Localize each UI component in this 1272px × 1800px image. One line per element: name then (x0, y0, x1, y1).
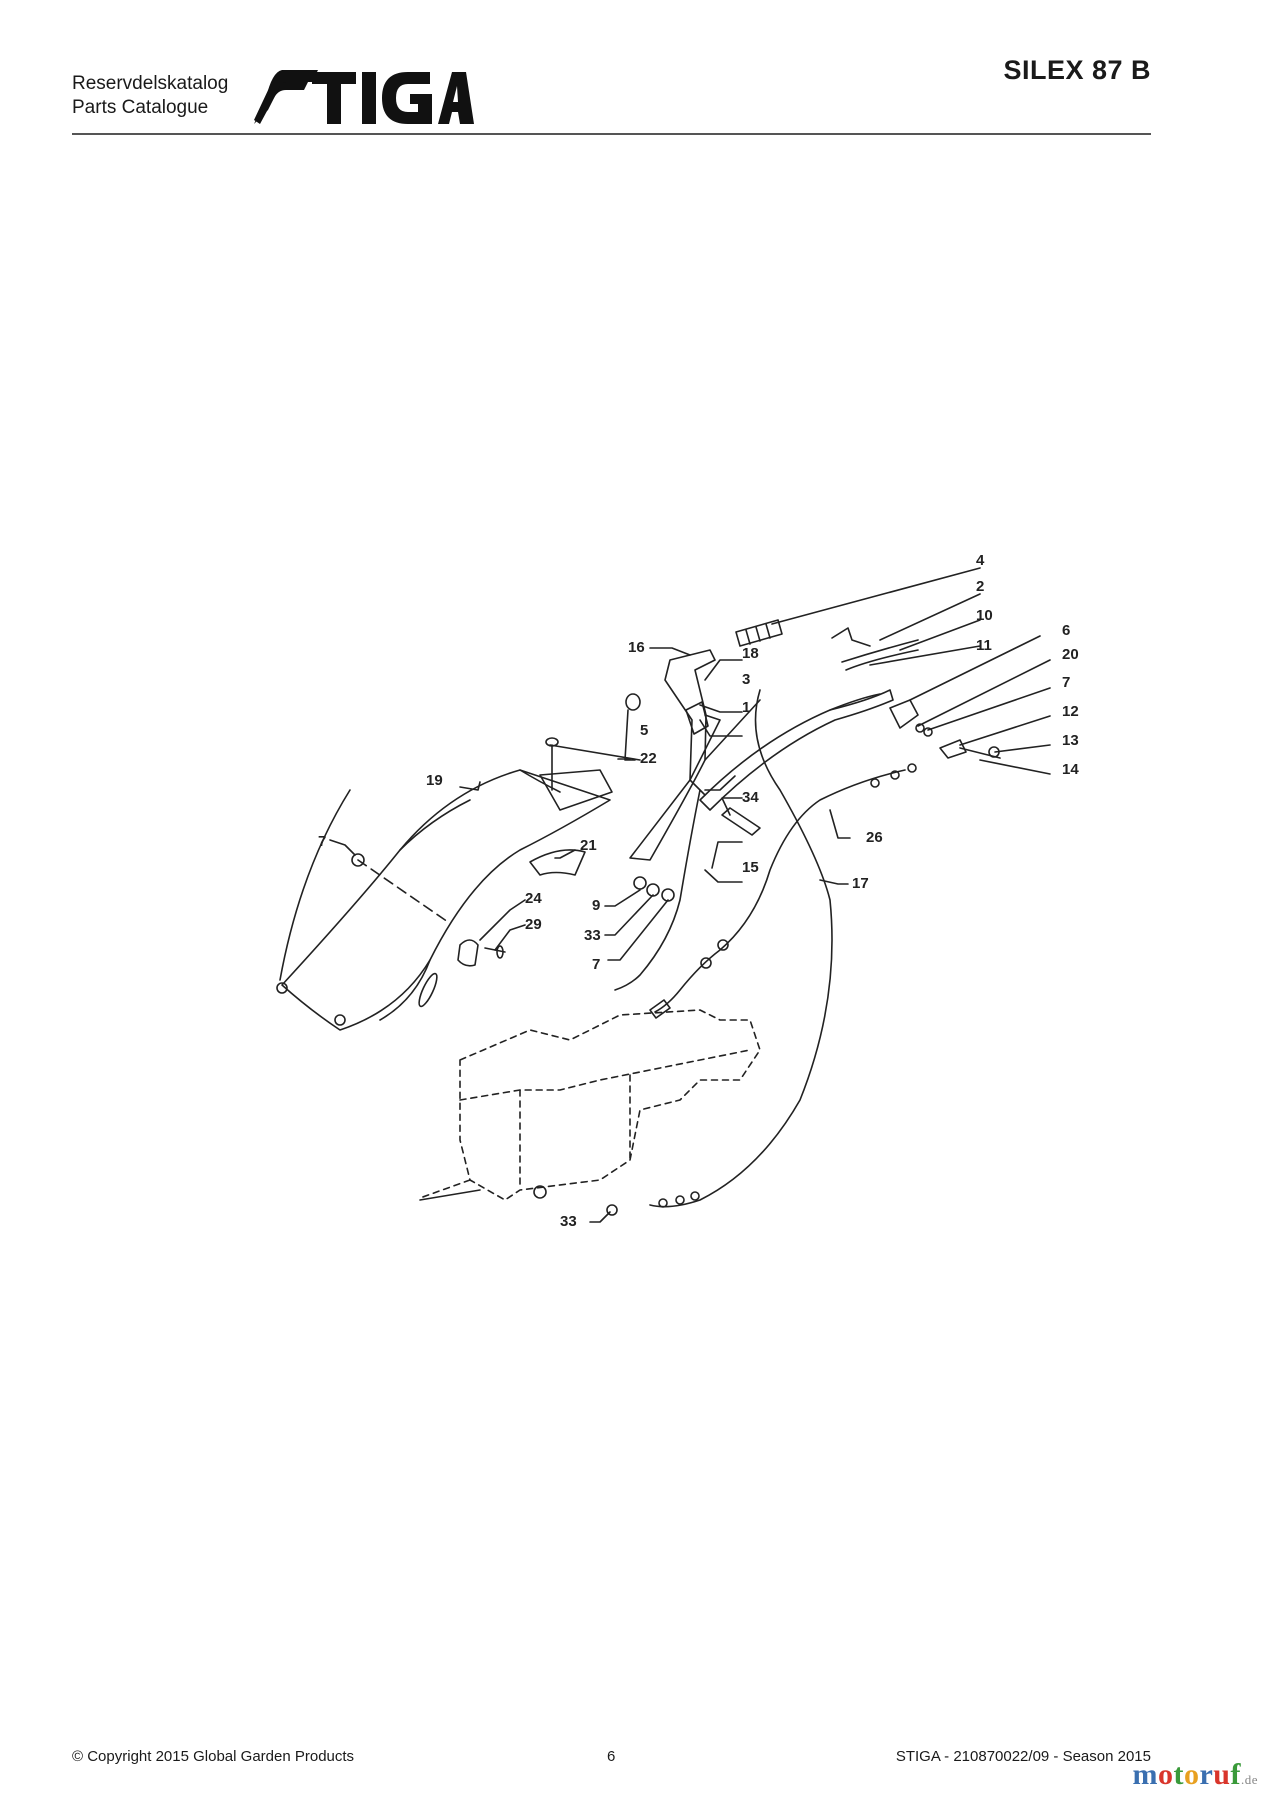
callout-5: 5 (640, 722, 648, 739)
callout-10: 10 (976, 607, 993, 624)
callout-25: 26 (866, 829, 883, 846)
watermark-letter: t (1173, 1758, 1184, 1791)
deflector-part (281, 769, 611, 1031)
model-name: SILEX 87 B (1003, 55, 1151, 85)
watermark-text: motoruf (1132, 1758, 1241, 1791)
watermark-suffix: .de (1240, 1772, 1258, 1787)
callout-14: 14 (1062, 761, 1079, 778)
document-reference: STIGA - 210870022/09 - Season 2015 (895, 1748, 1151, 1765)
callout-26: 29 (525, 916, 542, 933)
callout-17: 17 (852, 875, 869, 892)
callout-1: 1 (742, 699, 750, 716)
callout-20: 20 (1062, 646, 1079, 663)
callout-16: 16 (628, 639, 645, 656)
callout-24: 24 (525, 890, 542, 907)
callout-19: 19 (426, 772, 443, 789)
watermark-letter: u (1213, 1758, 1231, 1791)
callout-7a: 7 (1062, 674, 1070, 691)
catalog-title-swedish: Reservdelskatalog (72, 73, 229, 94)
callout-12: 12 (1062, 703, 1079, 720)
callout-21: 21 (580, 837, 597, 854)
gearbox-outline (419, 1009, 761, 1201)
watermark-letter: f (1230, 1758, 1241, 1791)
callout-7b: 7 (318, 833, 326, 850)
callout-18: 18 (742, 645, 759, 662)
callout-4: 4 (976, 552, 985, 569)
copyright-notice: © Copyright 2015 Global Garden Products (72, 1748, 355, 1765)
watermark-letter: m (1132, 1758, 1158, 1791)
cable-25 (654, 769, 906, 1013)
callout-7c: 7 (592, 956, 600, 973)
callout-29: 33 (584, 927, 601, 944)
upper-handlebar-part (699, 689, 894, 811)
catalog-title-english: Parts Catalogue (72, 97, 209, 118)
cable-17 (649, 689, 833, 1208)
callout-6: 6 (1062, 622, 1070, 639)
watermark-letter: r (1199, 1758, 1214, 1791)
callout-34: 34 (742, 789, 759, 806)
callout-9: 9 (592, 897, 600, 914)
lower-handlebar-part (629, 649, 716, 861)
page-number: 6 (607, 1748, 616, 1765)
watermark-letter: o (1183, 1758, 1200, 1791)
callout-13: 13 (1062, 732, 1079, 749)
callout-labels: 4 2 10 11 6 20 7 12 13 14 16 18 3 1 5 22… (318, 552, 1079, 1230)
callout-33: 33 (560, 1213, 577, 1230)
callout-3: 3 (742, 671, 750, 688)
stiga-logo (254, 70, 474, 124)
watermark-letter: o (1157, 1758, 1174, 1791)
cable-15 (614, 789, 701, 991)
callout-2: 2 (976, 578, 984, 595)
catalog-title: Reservdelskatalog Parts Catalogue (72, 72, 228, 120)
callout-11: 11 (976, 637, 992, 654)
callout-15: 15 (742, 859, 759, 876)
header-divider (72, 133, 1151, 135)
callout-22: 22 (640, 750, 657, 767)
watermark-logo: motoruf.de (1132, 1758, 1258, 1792)
